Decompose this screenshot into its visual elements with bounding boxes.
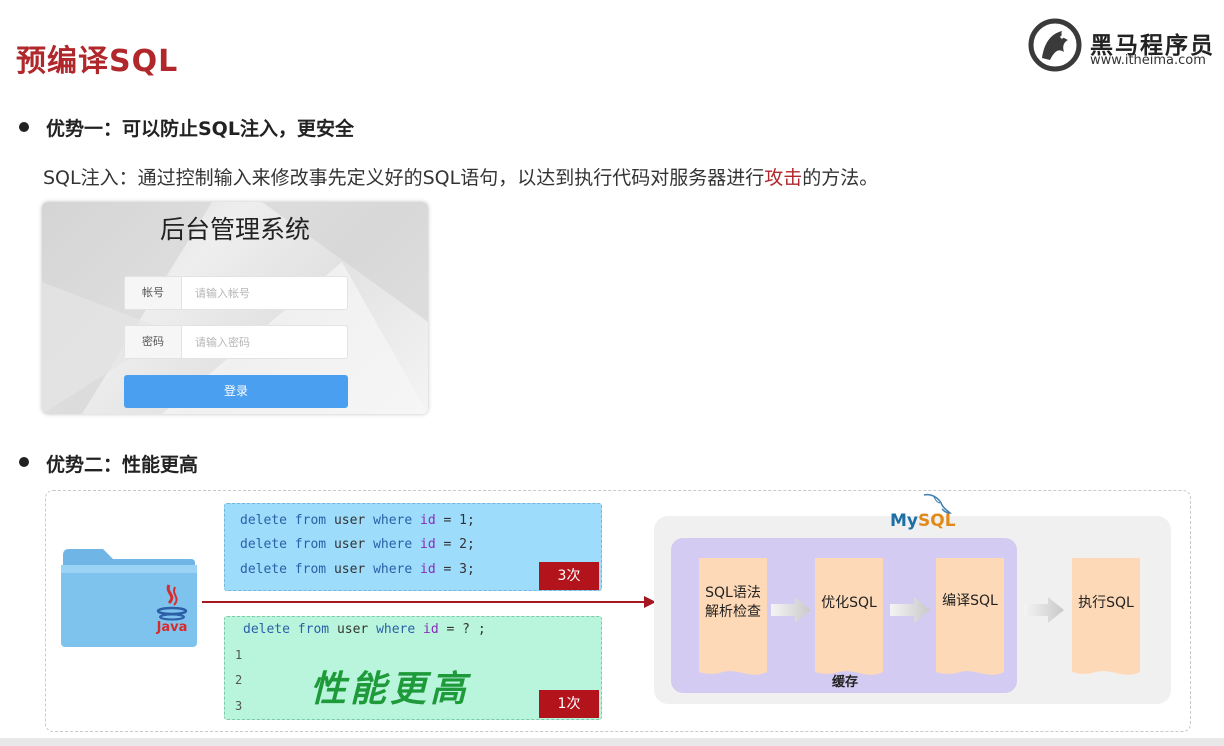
bullet-icon: [19, 122, 29, 132]
arrow-right-icon: [771, 597, 811, 623]
line-number: 1: [235, 648, 243, 662]
stage-wave-edge: [699, 666, 767, 675]
java-folder-icon: Java: [61, 549, 197, 647]
account-input[interactable]: [183, 277, 367, 309]
login-title: 后台管理系统: [159, 215, 310, 244]
login-button[interactable]: 登录: [124, 375, 348, 408]
password-field: 密码: [124, 325, 367, 359]
java-label: Java: [156, 620, 188, 635]
stage-wave-edge: [1072, 666, 1140, 675]
line-number: 2: [235, 673, 243, 687]
page-title: 预编译SQL: [16, 44, 179, 79]
sql-statement-1: delete from user where id = 1;: [240, 513, 475, 528]
description-prefix: SQL注入：通过控制输入来修改事先定义好的SQL语句，以达到执行代码对服务器进行: [43, 167, 765, 189]
stage-optimize: 优化SQL: [815, 558, 883, 675]
prepared-statement: delete from user where id = ? ;: [243, 622, 486, 637]
horse-logo-icon: [1028, 18, 1082, 72]
stage-label: 执行SQL: [1078, 595, 1134, 611]
stage-label: SQL语法 解析检查: [705, 585, 761, 620]
repeated-statements-box: delete from user where id = 1; delete fr…: [224, 503, 602, 591]
performance-higher-text: 性能更高: [310, 668, 471, 710]
sql-injection-description: SQL注入：通过控制输入来修改事先定义好的SQL语句，以达到执行代码对服务器进行…: [43, 163, 878, 190]
sql-statement-2: delete from user where id = 2;: [240, 537, 475, 552]
advantage-one-heading: 优势一：可以防止SQL注入，更安全: [46, 118, 354, 140]
password-label: 密码: [125, 326, 182, 358]
one-time-badge: 1次: [539, 690, 599, 718]
account-field: 帐号: [124, 276, 367, 310]
arrow-right-icon: [890, 597, 930, 623]
stage-execute: 执行SQL: [1072, 558, 1140, 675]
flow-arrow-icon: [202, 596, 656, 608]
mysql-dolphin-icon: [923, 493, 952, 514]
description-highlight: 攻击: [764, 167, 803, 189]
logo-url: www.itheima.com: [1090, 53, 1206, 68]
bullet-icon: [19, 457, 29, 467]
stage-wave-edge: [936, 666, 1004, 675]
login-panel: 后台管理系统 帐号 密码 登录: [42, 202, 428, 414]
arrow-right-icon: [1024, 597, 1064, 623]
stage-syntax-check: SQL语法 解析检查: [699, 558, 767, 675]
stage-label: 优化SQL: [821, 595, 877, 611]
prepared-statement-box: delete from user where id = ? ; 1 2 3: [224, 616, 602, 720]
bottom-bar: [0, 738, 1224, 746]
line-number: 3: [235, 699, 243, 713]
logo-name: 黑马程序员: [1090, 33, 1215, 59]
advantage-two-heading: 优势二：性能更高: [46, 454, 199, 476]
performance-diagram-frame: [45, 490, 1191, 732]
cache-label: 缓存: [831, 675, 858, 690]
account-label: 帐号: [125, 277, 182, 309]
stage-wave-edge: [815, 666, 883, 675]
stage-label: 编译SQL: [942, 593, 998, 609]
description-suffix: 的方法。: [802, 167, 879, 189]
password-input[interactable]: [183, 326, 367, 358]
stage-compile: 编译SQL: [936, 558, 1004, 675]
mysql-logo-text: MySQL: [890, 511, 956, 531]
sql-statement-3: delete from user where id = 3;: [240, 562, 475, 577]
three-times-badge: 3次: [539, 562, 599, 590]
